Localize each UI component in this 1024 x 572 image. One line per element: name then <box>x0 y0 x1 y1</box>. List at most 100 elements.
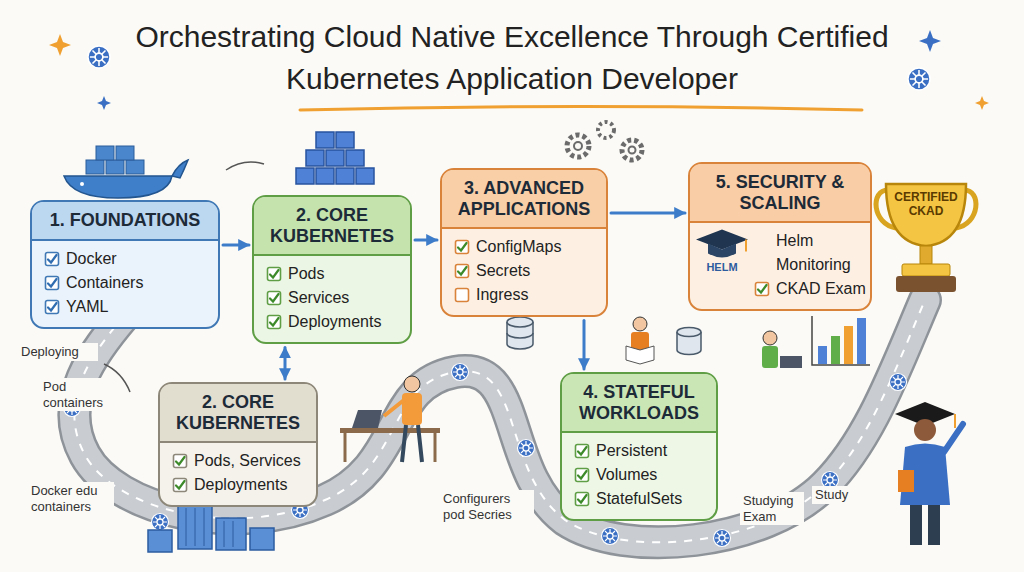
checklist-item: Deployments <box>266 310 400 334</box>
checkbox-frame <box>456 241 469 254</box>
checklist-item: Persistent <box>574 439 706 463</box>
checkmark <box>758 285 767 293</box>
tassel <box>954 414 956 428</box>
bar-chart <box>812 316 870 365</box>
road-edge <box>74 300 925 542</box>
flow-arrow <box>583 320 586 369</box>
flow-arrow <box>223 244 249 247</box>
shirt <box>402 393 422 425</box>
checklist: DockerContainersYAML <box>32 241 218 327</box>
checklist-text: Persistent <box>596 442 667 460</box>
container-ribs <box>186 508 233 547</box>
leg <box>910 505 922 545</box>
checklist-text: Pods <box>288 265 324 283</box>
gears <box>567 122 642 160</box>
checklist: Pods, ServicesDeployments <box>160 443 316 505</box>
docker-whale <box>64 146 188 198</box>
checklist-text: Monitoring <box>776 256 851 274</box>
whale-tail <box>172 160 188 178</box>
cube <box>336 132 354 148</box>
checkmark <box>458 243 467 251</box>
gear <box>567 135 589 157</box>
arm <box>384 400 404 416</box>
checklist-text: Containers <box>66 274 143 292</box>
cube-cluster <box>296 132 374 184</box>
checkbox <box>266 266 282 282</box>
title: Orchestrating Cloud Native Excellence Th… <box>132 16 892 100</box>
kubernetes-logo <box>714 530 731 547</box>
checklist-item: YAML <box>44 295 208 319</box>
stage-box: 5. SECURITY & SCALINGHelmMonitoringCKAD … <box>688 162 872 311</box>
checkmark <box>578 471 587 479</box>
stage-heading: 1. FOUNDATIONS <box>32 202 218 241</box>
developer-at-desk <box>340 376 440 462</box>
reader <box>626 317 654 364</box>
checkmark <box>270 270 279 278</box>
note-label: Studying Exam <box>740 492 804 525</box>
container <box>126 160 144 174</box>
checkmark <box>458 267 467 275</box>
head <box>763 331 777 345</box>
head <box>914 419 936 441</box>
cube <box>316 168 334 184</box>
checkbox-frame <box>174 479 187 492</box>
note-label: Docker edu containers <box>28 482 114 515</box>
road-surface <box>74 300 925 542</box>
checklist: PersistentVolumesStatefulSets <box>562 433 716 519</box>
sketch-stroke <box>226 162 264 170</box>
flow-arrow <box>284 347 287 379</box>
checklist-item: Monitoring <box>754 253 860 277</box>
checkbox-frame <box>46 252 59 265</box>
container <box>216 518 246 550</box>
cube <box>336 168 354 184</box>
bar <box>844 326 853 364</box>
checklist-text: Pods, Services <box>194 452 301 470</box>
book <box>626 346 654 364</box>
stage-box: 2. CORE KUBERNETESPodsServicesDeployment… <box>252 195 412 344</box>
cube <box>346 150 364 166</box>
stage-heading: 3. ADVANCED APPLICATIONS <box>442 170 606 229</box>
checklist-text: YAML <box>66 298 108 316</box>
leg <box>928 505 940 545</box>
legs <box>402 425 422 462</box>
kubernetes-logo <box>602 528 619 545</box>
checkmark <box>578 447 587 455</box>
checkmark <box>48 303 57 311</box>
checklist-item: Ingress <box>454 283 596 307</box>
checklist-text: Docker <box>66 250 117 268</box>
db-top <box>507 317 533 327</box>
checklist-item: Deployments <box>172 473 306 497</box>
gear-hub <box>574 142 582 150</box>
checkbox-frame <box>576 493 589 506</box>
stage-box: 1. FOUNDATIONSDockerContainersYAML <box>30 200 220 329</box>
checkmark <box>270 294 279 302</box>
shirt <box>762 346 778 368</box>
laptop <box>780 356 802 368</box>
checkbox <box>454 239 470 255</box>
stage-heading: 2. CORE KUBERNETES <box>254 197 410 256</box>
checklist-item: StatefulSets <box>574 487 706 511</box>
checkbox <box>44 299 60 315</box>
checkbox-frame <box>174 455 187 468</box>
bar <box>831 336 840 364</box>
note-label: Deploying <box>18 343 98 361</box>
checklist-text: Deployments <box>288 313 381 331</box>
icon-label: HELM <box>694 261 750 274</box>
checklist-item: Helm <box>754 229 860 253</box>
sparkle <box>919 30 941 52</box>
stage-box: 4. STATEFUL WORKLOADSPersistentVolumesSt… <box>560 372 718 521</box>
container <box>86 160 104 174</box>
flow-arrow <box>611 212 685 215</box>
kubernetes-logo <box>452 364 469 381</box>
checkbox <box>44 251 60 267</box>
db-band <box>507 333 533 338</box>
checklist-item: CKAD Exam <box>754 277 860 301</box>
cap-tassel <box>745 239 747 251</box>
checklist-text: Deployments <box>194 476 287 494</box>
trophy-plate <box>902 264 950 276</box>
graduate <box>895 402 963 545</box>
checkbox <box>574 491 590 507</box>
helm-cap-icon <box>696 229 748 257</box>
head <box>404 376 420 392</box>
